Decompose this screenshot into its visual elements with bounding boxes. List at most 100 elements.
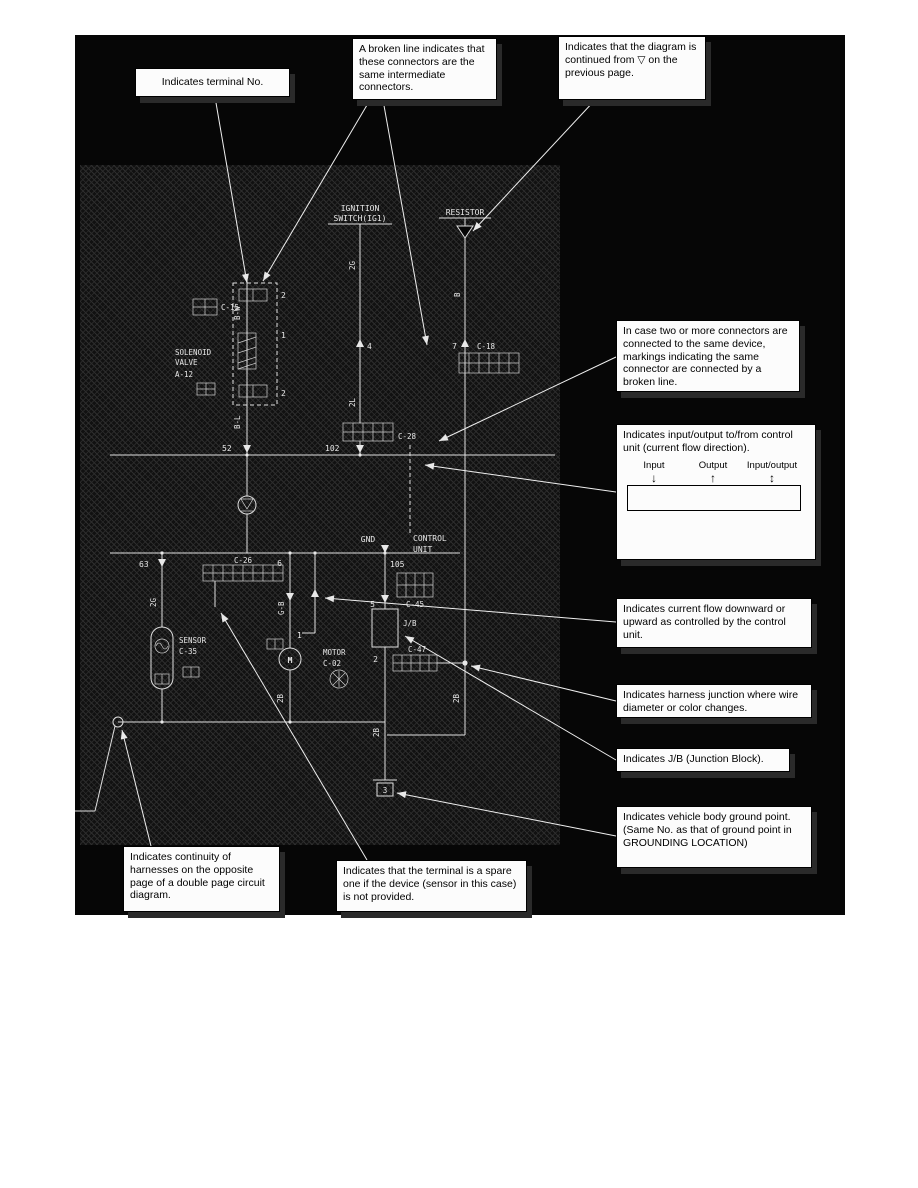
callout-broken-line-text: A broken line indicates that these conne… [359,43,485,94]
wire-bw: B-W [233,306,242,320]
solenoid-valve-label: SOLENOID [175,348,212,357]
gnd-arrow-icon [381,545,389,553]
fan-symbol [329,669,349,689]
callout-terminal-no-text: Indicates terminal No. [161,76,264,89]
motor-label: MOTOR [323,648,346,657]
wire-b: B [453,292,462,297]
callout-leader-lines [120,96,617,861]
connector-c28-label: C-28 [398,432,417,441]
input-output-updown-arrow-icon: ↕ [769,470,775,485]
callout-two-or-more-text: In case two or more connectors are conne… [623,325,788,389]
io-control-unit-box [627,484,801,511]
sensor-label: SENSOR [179,636,207,645]
terminal-2-jb: 2 [373,655,378,664]
intermediate-connector-broken-line [232,282,278,406]
terminal-2-bottom: 2 [281,389,286,398]
terminal-6: 6 [277,559,282,568]
callout-current-flow-text: Indicates current flow downward or upwar… [623,603,786,641]
solenoid-coil-symbol [237,332,257,370]
callout-input-output: Indicates input/output to/from control u… [616,424,816,560]
continued-from-triangle-icon [456,225,474,239]
junction-block-label: J/B [403,619,417,628]
connector-c18-label: C-18 [477,342,496,351]
gnd-label: GND [361,535,376,544]
terminal-4: 4 [367,342,372,351]
wire-2g-sensor: 2G [149,597,158,607]
terminal-arrows [243,339,469,603]
sensor-symbol [150,626,174,690]
diagram-panel: IGNITION SWITCH(IG1) RESISTOR [75,35,845,915]
terminal-1: 1 [281,331,286,340]
callout-input-output-text: Indicates input/output to/from control u… [623,429,793,454]
connector-c45: C-45 [396,572,434,609]
terminal-105: 105 [390,560,405,569]
callout-spare-terminal: Indicates that the terminal is a spare o… [336,860,527,912]
wire-2b-ground: 2B [372,727,381,737]
terminal-1-motor: 1 [297,631,302,640]
solenoid-valve-label2: VALVE [175,358,198,367]
terminal-2-top: 2 [281,291,286,300]
connector-c26: C-26 [202,556,284,582]
ground-number-label: 3 [383,786,388,795]
input-down-arrow-icon: ↓ [651,470,657,485]
callout-two-or-more: In case two or more connectors are conne… [616,320,800,392]
wire-bl: B-L [233,415,242,429]
callout-junction-block-text: Indicates J/B (Junction Block). [623,753,764,765]
terminal-102: 102 [325,444,340,453]
body-ground-symbol: 3 [373,779,397,797]
callout-continuity: Indicates continuity of harnesses on the… [123,846,280,912]
connector-c28: C-28 [342,422,417,442]
terminal-numbers: 2 1 2 52 102 4 7 63 6 105 5 2 1 [139,291,457,664]
callout-continuity-text: Indicates continuity of harnesses on the… [130,851,265,902]
callout-harness-junction-text: Indicates harness junction where wire di… [623,689,799,714]
harness-junction-point [462,660,468,666]
connector-c18: C-18 [458,342,520,374]
callout-harness-junction: Indicates harness junction where wire di… [616,684,812,718]
junction-block-box [371,608,399,648]
diode-symbol [237,495,257,515]
motor-symbol [278,647,302,671]
callout-junction-block: Indicates J/B (Junction Block). [616,748,790,772]
callout-broken-line: A broken line indicates that these conne… [352,38,497,100]
wire-2g-top: 2G [348,260,357,270]
connector-c15-label: C-15 [221,303,239,312]
current-flow-arrow-icon [311,589,319,597]
wire-gb: G-B [277,601,286,615]
terminal-63: 63 [139,560,149,569]
solenoid-ref-label: A-12 [175,370,193,379]
wiring-lines: IGNITION SWITCH(IG1) RESISTOR [75,204,555,812]
connector-c26-label: C-26 [234,556,253,565]
wire-2l: 2L [348,397,357,407]
callout-spare-terminal-text: Indicates that the terminal is a spare o… [343,865,517,903]
terminal-5: 5 [370,600,375,609]
callout-terminal-no: Indicates terminal No. [135,68,290,97]
io-output-label: Output [698,459,728,471]
connector-c45-label: C-45 [406,600,424,609]
terminal-52: 52 [222,444,232,453]
wiring-diagram-background [80,165,560,845]
connector-c47-label: C-47 [408,645,426,654]
motor-m-label: M [288,656,293,665]
callout-continued: Indicates that the diagram is continued … [558,36,706,100]
control-unit-label: CONTROL [413,534,447,543]
connector-c15: C-15 [192,298,239,316]
ignition-switch-label: IGNITION [341,204,380,213]
control-unit-label2: UNIT [413,545,432,554]
io-both-label: Input/output [746,459,798,471]
ignition-switch-label2: SWITCH(IG1) [334,214,387,223]
callout-ground-point: Indicates vehicle body ground point. (Sa… [616,806,812,868]
wire-codes: 2G 2L B B-W B-L G-B 2G 2B 2B 2B [149,260,462,737]
wiring-diagram-svg: IGNITION SWITCH(IG1) RESISTOR [75,96,617,861]
connector-c47: C-47 [392,645,438,672]
resistor-label: RESISTOR [446,208,485,217]
wire-2b-right: 2B [452,693,461,703]
io-diagram-labels: Input ↓ Output ↑ Input/output ↕ [625,459,801,485]
sensor-ref-label: C-35 [179,647,197,656]
callout-continued-text: Indicates that the diagram is continued … [565,41,697,79]
io-input-label: Input [643,459,665,471]
terminal-7: 7 [452,342,457,351]
junction-dots [160,453,387,724]
page-continuity-symbol [112,716,124,728]
callout-current-flow: Indicates current flow downward or upwar… [616,598,812,648]
